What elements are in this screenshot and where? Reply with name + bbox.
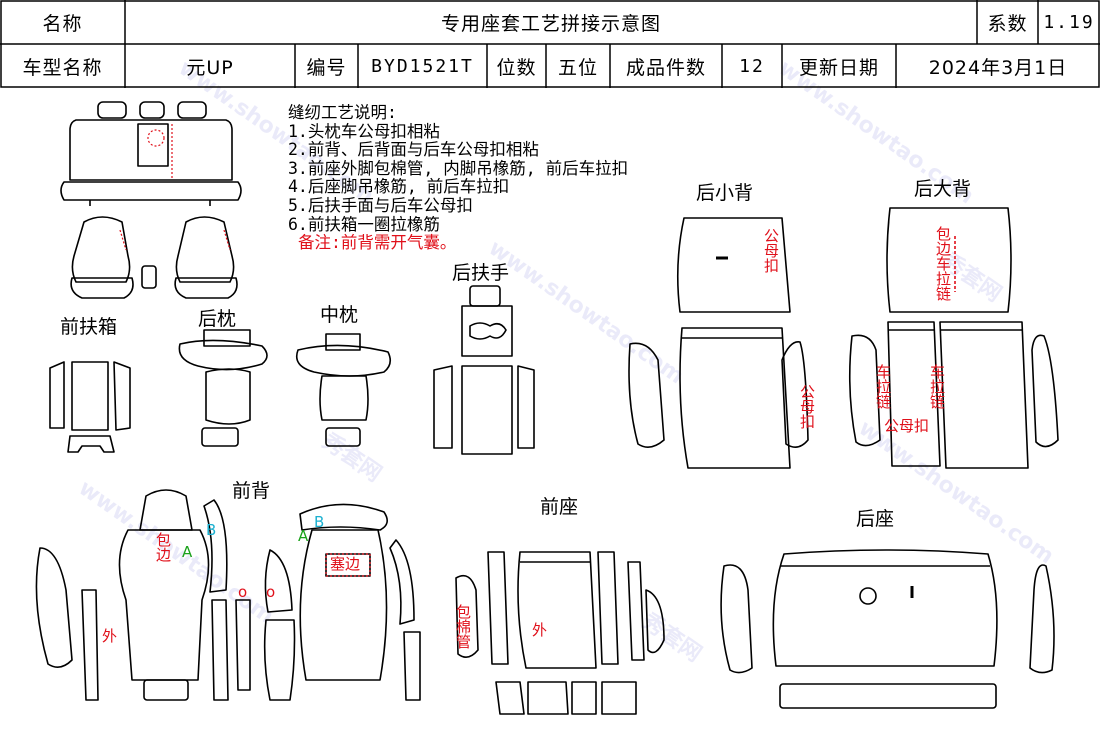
annot-mark-o-right: o xyxy=(266,583,276,601)
label-rear-big-back: 后大背 xyxy=(914,178,972,200)
seats-label: 位数 xyxy=(496,56,537,79)
label-rear-small-back: 后小背 xyxy=(696,182,754,204)
annot-mark-b-right: B xyxy=(314,513,325,531)
annot-outer-front-seat: 外 xyxy=(532,621,548,639)
header-table: 名称 专用座套工艺拼接示意图 系数 1.19 车型名称 元UP 编号 BYD15… xyxy=(0,0,1100,88)
label-front-seat: 前座 xyxy=(540,496,579,518)
front-back-pieces xyxy=(35,489,421,701)
label-front-back: 前背 xyxy=(232,480,271,502)
annot-mark-o-left: o xyxy=(238,583,248,601)
front-armrest-box-pieces xyxy=(49,361,131,453)
label-front-armrest-box: 前扶箱 xyxy=(60,316,118,338)
annot-zipper-left: 车拉链 xyxy=(874,364,892,409)
seats-value: 五位 xyxy=(557,56,598,79)
name-label: 名称 xyxy=(42,12,83,35)
annot-binding: 包边 xyxy=(154,532,172,562)
annot-outer-front-back: 外 xyxy=(102,627,118,645)
coef-label: 系数 xyxy=(987,12,1028,35)
coef-value: 1.19 xyxy=(1043,11,1095,33)
rear-small-back-pieces xyxy=(628,217,809,469)
model-value: 元UP xyxy=(186,56,234,79)
annot-buckle-big-back: 公母扣 xyxy=(884,417,930,435)
rear-bench-overview xyxy=(60,101,242,206)
header-grid xyxy=(0,0,1100,88)
note-item: 1.头枕车公母扣相粘 xyxy=(288,121,440,141)
notes-heading: 缝纫工艺说明: xyxy=(288,103,397,122)
front-seat-overview xyxy=(70,216,238,299)
label-rear-armrest: 后扶手 xyxy=(452,262,510,284)
update-label: 更新日期 xyxy=(798,56,879,79)
annot-mark-a-right: A xyxy=(298,527,309,545)
annot-cotton-tube: 包棉管 xyxy=(454,604,472,649)
annot-zipper-right: 车拉链 xyxy=(928,364,946,409)
model-label: 车型名称 xyxy=(22,56,103,79)
rear-headrest-pieces xyxy=(178,329,268,447)
note-item: 4.后座脚吊橡筋, 前后车拉扣 xyxy=(288,177,510,197)
front-seat-pieces xyxy=(455,551,665,715)
note-item: 3.前座外脚包棉管, 内脚吊橡筋, 前后车拉扣 xyxy=(288,158,629,178)
code-label: 编号 xyxy=(306,56,347,79)
rear-armrest-pieces xyxy=(433,285,535,455)
sewing-notes: 缝纫工艺说明: 1.头枕车公母扣相粘 2.前背、后背面与后车公母扣相粘 3.前座… xyxy=(288,103,629,253)
code-value: BYD1521T xyxy=(371,55,474,77)
rear-big-back-pieces xyxy=(848,207,1059,469)
count-label: 成品件数 xyxy=(625,56,706,79)
middle-headrest-pieces xyxy=(295,333,392,447)
note-item: 6.前扶箱一圈拉橡筋 xyxy=(288,214,440,234)
label-rear-seat: 后座 xyxy=(856,508,895,530)
update-value: 2024年3月1日 xyxy=(928,56,1068,79)
note-item: 2.前背、后背面与后车公母扣相粘 xyxy=(288,140,539,160)
note-item: 5.后扶手面与后车公母扣 xyxy=(288,195,473,215)
annot-insert-binding: 塞边 xyxy=(330,555,361,573)
label-middle-headrest: 中枕 xyxy=(320,304,359,326)
annot-mark-a-left: A xyxy=(182,543,193,561)
label-rear-headrest: 后枕 xyxy=(198,308,237,330)
count-value: 12 xyxy=(739,55,765,77)
notes-remark: 备注:前背需开气囊。 xyxy=(298,233,457,253)
annot-buckle-small-back-lower: 公母扣 xyxy=(798,384,816,429)
page-title: 专用座套工艺拼接示意图 xyxy=(440,12,661,35)
annot-binding-zipper: 包边车拉链 xyxy=(934,226,952,301)
annot-mark-b-left: B xyxy=(206,521,217,539)
rear-seat-pieces xyxy=(720,549,1055,709)
annot-buckle-small-back: 公母扣 xyxy=(762,228,780,273)
